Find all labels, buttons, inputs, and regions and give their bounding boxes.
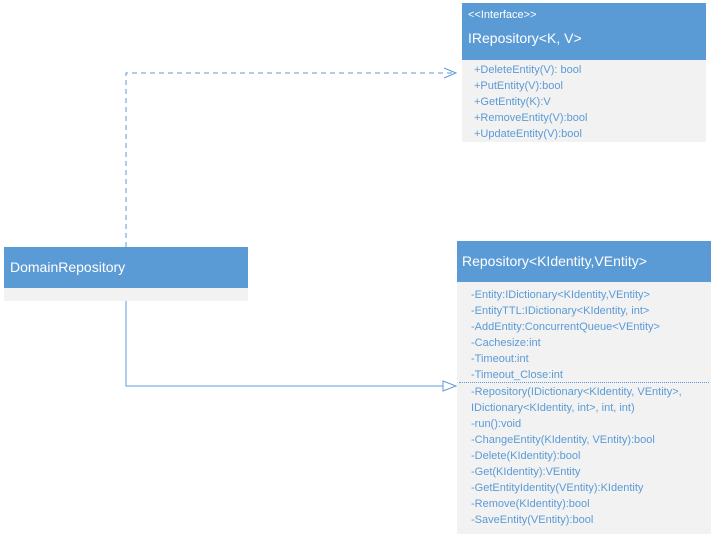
dependency-arrowhead — [443, 67, 458, 79]
repository-operation: -Get(KIdentity):VEntity — [471, 466, 581, 478]
repository-class-box[interactable]: Repository<KIdentity,VEntity> -Entity:ID… — [457, 241, 711, 534]
repository-operations: -Repository(IDictionary<KIdentity, VEnti… — [457, 383, 711, 534]
repository-operation: -Delete(KIdentity):bool — [471, 450, 581, 462]
interface-methods: +DeleteEntity(V): bool +PutEntity(V):boo… — [462, 60, 706, 142]
interface-method: +UpdateEntity(V):bool — [474, 128, 582, 140]
interface-box[interactable]: <<Interface>> IRepository<K, V> +DeleteE… — [462, 3, 706, 142]
repository-attribute: -AddEntity:ConcurrentQueue<VEntity> — [471, 321, 660, 333]
interface-method: +DeleteEntity(V): bool — [474, 64, 582, 76]
repository-name: Repository<KIdentity,VEntity> — [462, 253, 647, 269]
repository-attribute: -Cachesize:int — [471, 337, 541, 349]
association-connector — [125, 301, 456, 387]
repository-attribute: -EntityTTL:IDictionary<KIdentity, int> — [471, 305, 650, 317]
association-arrowhead — [442, 380, 458, 392]
repository-operation: -SaveEntity(VEntity):bool — [471, 514, 594, 526]
repository-attribute: -Entity:IDictionary<KIdentity,VEntity> — [471, 289, 650, 301]
interface-header: <<Interface>> IRepository<K, V> — [462, 3, 706, 60]
repository-operation: -Repository(IDictionary<KIdentity, VEnti… — [471, 386, 682, 398]
repository-attribute: -Timeout:int — [471, 353, 529, 365]
domain-repository-name: DomainRepository — [10, 259, 126, 275]
repository-attributes: -Entity:IDictionary<KIdentity,VEntity> -… — [457, 282, 711, 382]
repository-operation: -run():void — [471, 418, 522, 430]
repository-operation: IDictionary<KIdentity, int>, int, int) — [471, 402, 635, 414]
compartment-divider — [459, 382, 709, 383]
domain-repository-body — [4, 288, 248, 301]
dependency-connector — [125, 72, 456, 247]
interface-method: +GetEntity(K):V — [474, 96, 551, 108]
interface-method: +PutEntity(V):bool — [474, 80, 563, 92]
interface-name: IRepository<K, V> — [468, 30, 582, 46]
repository-operation: -ChangeEntity(KIdentity, VEntity):bool — [471, 434, 655, 446]
repository-attribute: -Timeout_Close:int — [471, 369, 563, 381]
repository-header: Repository<KIdentity,VEntity> — [457, 241, 711, 282]
domain-repository-header: DomainRepository — [4, 247, 248, 288]
repository-operation: -Remove(KIdentity):bool — [471, 498, 590, 510]
domain-repository-box[interactable]: DomainRepository — [4, 247, 248, 301]
interface-method: +RemoveEntity(V):bool — [474, 112, 588, 124]
interface-stereotype: <<Interface>> — [468, 9, 537, 21]
repository-operation: -GetEntityIdentity(VEntity):KIdentity — [471, 482, 644, 494]
